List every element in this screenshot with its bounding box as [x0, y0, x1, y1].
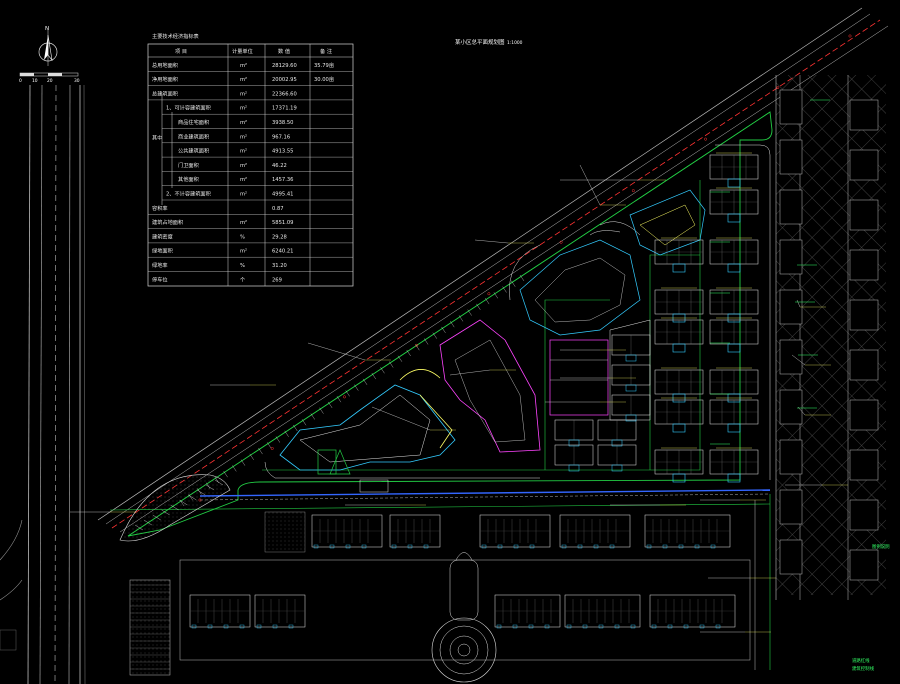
table-cell-value: 20002.95 — [272, 77, 297, 83]
table-cell-value: 46.22 — [272, 163, 287, 169]
table-cell-item: 建筑占地面积 — [152, 218, 183, 226]
table-cell-value: 4995.41 — [272, 192, 293, 198]
table-cell-value: 5851.09 — [272, 220, 293, 226]
table-cell-unit: m² — [240, 220, 247, 226]
annotation-leaders — [70, 99, 848, 633]
corner-mark — [0, 629, 17, 651]
table-cell-value: 3938.50 — [272, 120, 293, 126]
table-cell-unit: m² — [240, 106, 247, 112]
scale-tick-30: 30 — [74, 78, 80, 84]
table-cell-unit: m² — [240, 63, 247, 69]
table-cell-unit: m² — [240, 249, 247, 255]
table-cell-item: 其他面积 — [178, 175, 199, 183]
header-note: 备 注 — [320, 47, 332, 55]
central-plaza — [431, 552, 497, 683]
main-road — [0, 84, 86, 684]
table-cell-value: 22366.60 — [272, 91, 297, 97]
main-buildings — [279, 189, 706, 493]
legend-note-2: 道路红线 — [852, 657, 870, 664]
table-cell-item: 绿地面积 — [152, 247, 173, 255]
table-cell-note: 35.79亩 — [314, 61, 334, 69]
corner-parking — [119, 474, 231, 542]
table-cell-unit: m² — [240, 91, 247, 97]
table-cell-unit: m² — [240, 192, 247, 198]
header-unit: 计量单位 — [232, 47, 253, 55]
table-cell-item: 净用地面积 — [152, 75, 178, 83]
table-cell-item: 建筑密度 — [152, 232, 173, 240]
scale-bar: 0 10 20 30 — [19, 72, 80, 84]
table-cell-value: 1457.36 — [272, 177, 293, 183]
table-cell-unit: m² — [240, 177, 247, 183]
table-cell-item: 公共建筑面积 — [178, 147, 209, 155]
table-cell-value: 967.16 — [272, 134, 290, 140]
table-cell-value: 29.28 — [272, 234, 287, 240]
table-cell-value: 6240.21 — [272, 249, 293, 255]
table-cell-item: 1、可计容建筑面积 — [166, 104, 211, 112]
table-cell-item: 绿地率 — [152, 261, 168, 269]
table-cell-unit: % — [240, 263, 245, 269]
table-cell-item: 停车位 — [152, 275, 168, 283]
table-title: 主要技术经济指标表 — [152, 32, 200, 40]
table-cell-item: 门卫面积 — [178, 161, 199, 169]
scale-tick-10: 10 — [32, 78, 38, 84]
legend-notes: 图例说明 道路红线 建筑控制线 — [852, 543, 890, 672]
drawing-scale: 1:1000 — [507, 40, 523, 46]
diagonal-parking — [179, 34, 852, 507]
north-arrow: N — [38, 26, 58, 66]
table-cell-item: 商品住宅面积 — [178, 118, 209, 126]
table-cell-unit: 个 — [240, 276, 246, 283]
table-cell-value: 4913.55 — [272, 149, 293, 155]
east-neighborhood — [775, 75, 886, 600]
header-item: 项 目 — [175, 48, 187, 55]
table-cell-value: 269 — [272, 277, 282, 283]
table-cell-unit: m² — [240, 134, 247, 140]
table-cell-value: 17371.19 — [272, 106, 297, 112]
table-cell-unit: % — [240, 234, 245, 240]
table-cell-value: 0.87 — [272, 206, 284, 212]
table-cell-unit: m² — [240, 77, 247, 83]
north-label: N — [45, 26, 49, 32]
table-cell-value: 28129.60 — [272, 63, 297, 69]
index-table: 主要技术经济指标表 项 目 计量单位 数 值 备 注 总用地面积 m² 28129.… — [147, 32, 354, 287]
table-cell-group: 其中 — [152, 134, 162, 142]
table-cell-unit: m² — [240, 163, 247, 169]
legend-note-1: 图例说明 — [872, 543, 890, 550]
table-cell-item: 2、不计容建筑面积 — [166, 190, 211, 198]
scale-tick-20: 20 — [47, 78, 53, 84]
table-cell-item: 商业建筑面积 — [178, 132, 209, 140]
table-cell-item: 总用地面积 — [152, 61, 178, 69]
table-cell-item: 总建筑面积 — [152, 89, 178, 97]
legend-note-3: 建筑控制线 — [852, 665, 875, 672]
table-cell-unit: m² — [240, 149, 247, 155]
table-cell-unit: m² — [240, 120, 247, 126]
scale-tick-0: 0 — [19, 78, 22, 84]
table-cell-item: 容积率 — [152, 204, 168, 212]
residential-grid — [554, 152, 759, 483]
header-value: 数 值 — [278, 47, 290, 55]
drawing-title: 某小区总平面规划图 — [455, 38, 505, 46]
table-cell-note: 30.00亩 — [314, 75, 334, 83]
table-cell-value: 31.20 — [272, 263, 287, 269]
